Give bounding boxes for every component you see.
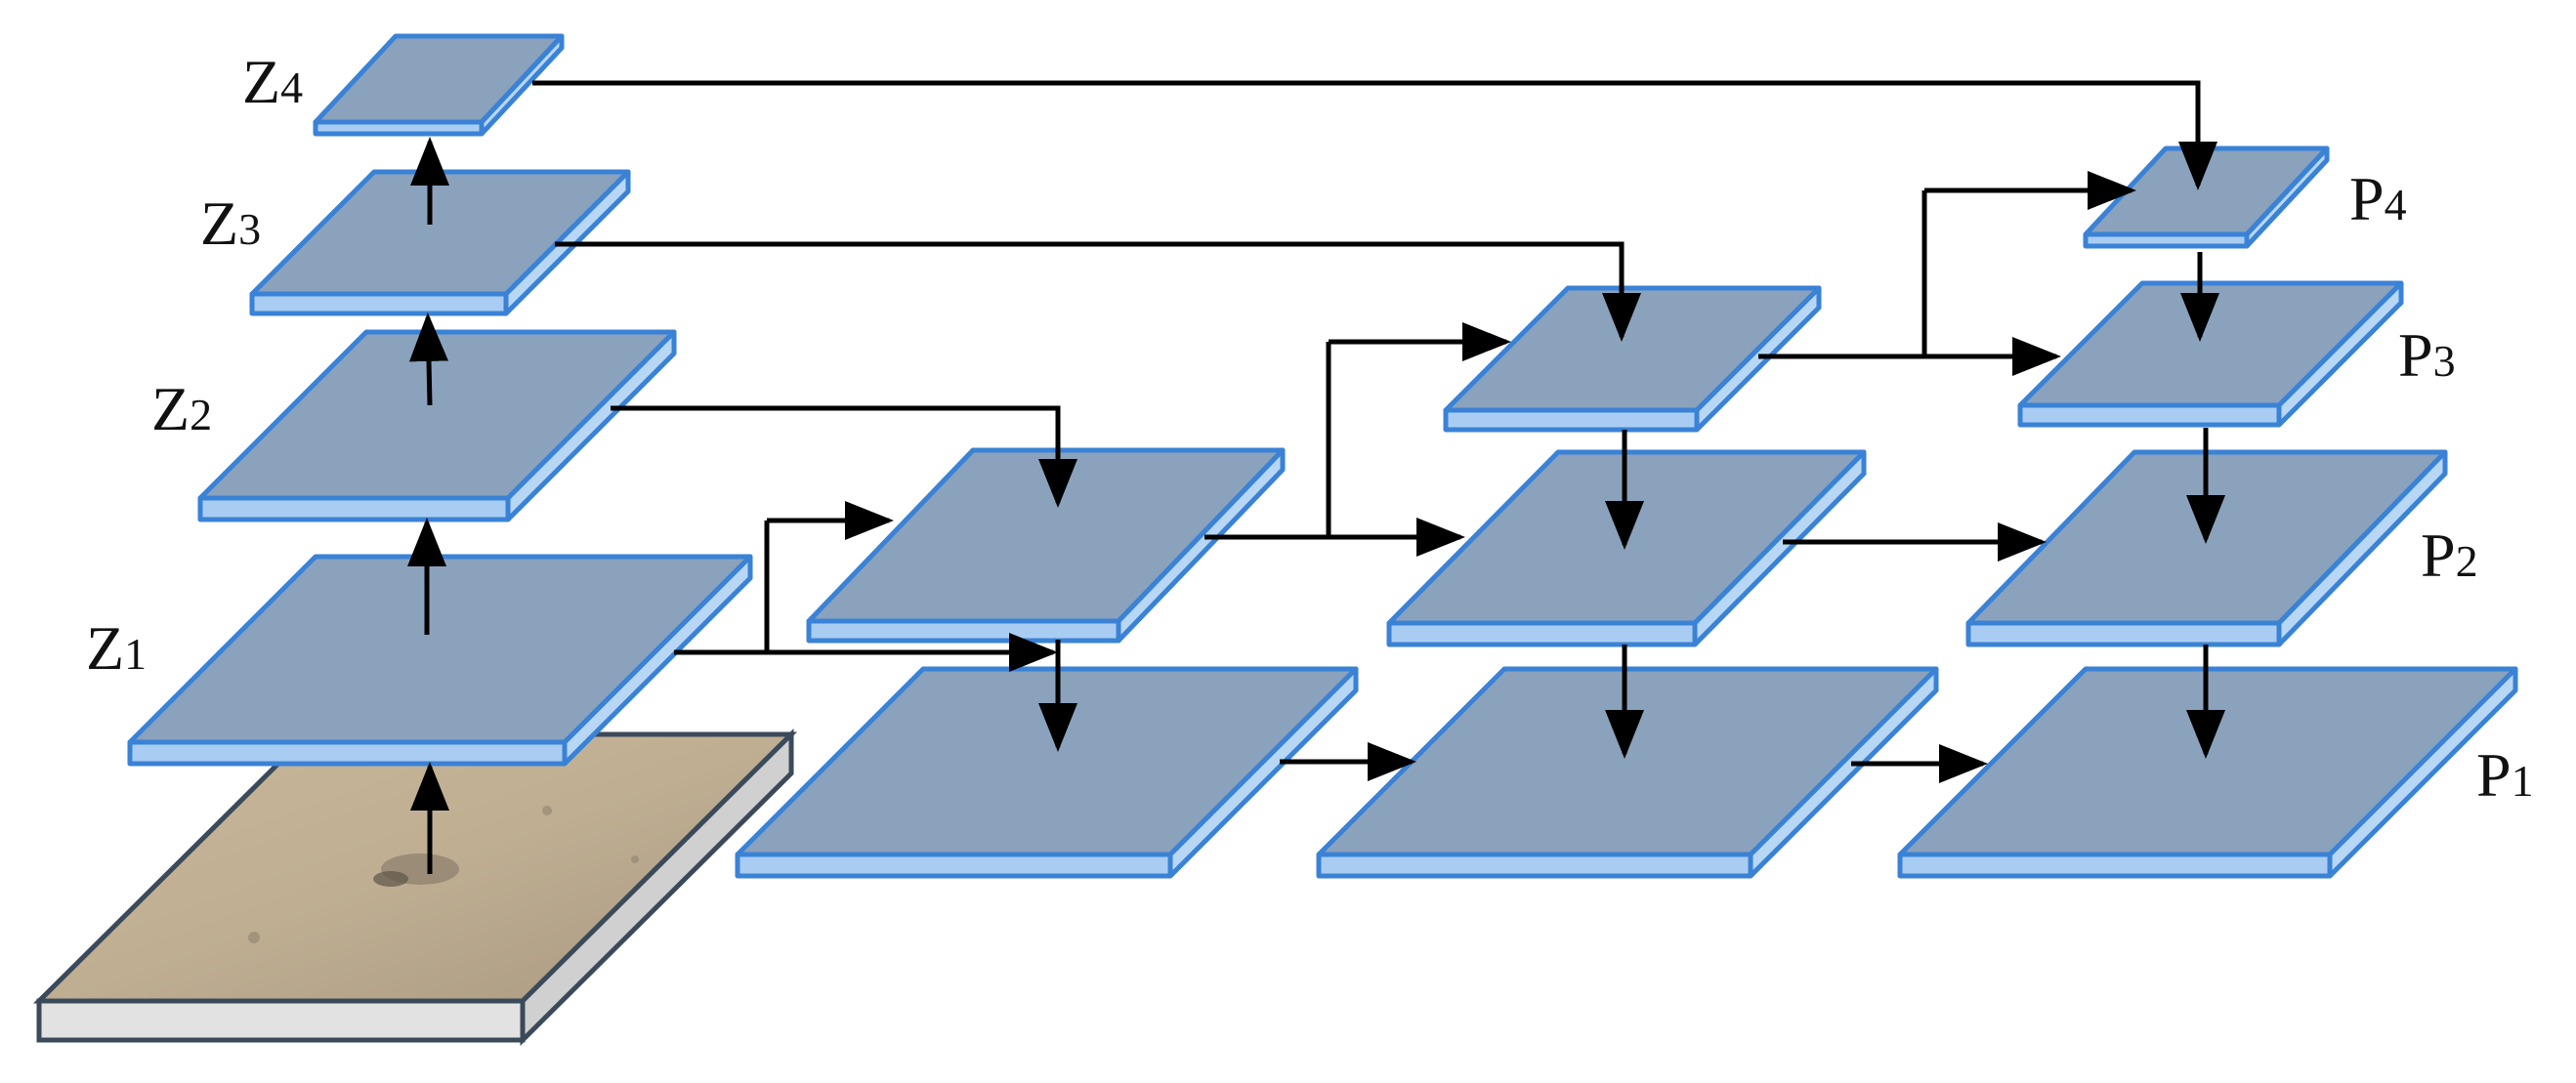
layer-c2-top: [806, 447, 1286, 644]
layer-z1: [127, 554, 753, 767]
layer-z4: [313, 33, 565, 137]
label-z1: Z1: [86, 613, 147, 683]
arrow-z4-p4: [532, 80, 2217, 190]
layer-p1: [1897, 666, 2518, 879]
layer-z2: [197, 329, 677, 522]
label-p2: P2: [2421, 521, 2478, 590]
layer-c2-bot: [735, 666, 1359, 879]
arrow-z3-c3: [555, 241, 1641, 342]
arrow-z2-z3: [409, 312, 448, 406]
input-image: [32, 728, 798, 1047]
layer-z3: [249, 169, 631, 316]
label-z3: Z3: [200, 188, 261, 258]
layer-c3-top: [1443, 285, 1822, 433]
label-z2: Z2: [151, 374, 212, 443]
layer-c3-bot: [1316, 666, 1939, 879]
label-z4: Z4: [242, 47, 303, 116]
arrow-z2-c2: [611, 405, 1077, 508]
label-p3: P3: [2398, 320, 2456, 390]
layer-p4: [2083, 146, 2330, 249]
label-p1: P1: [2476, 740, 2534, 810]
label-p4: P4: [2349, 164, 2407, 233]
layer-p3: [2017, 280, 2404, 428]
